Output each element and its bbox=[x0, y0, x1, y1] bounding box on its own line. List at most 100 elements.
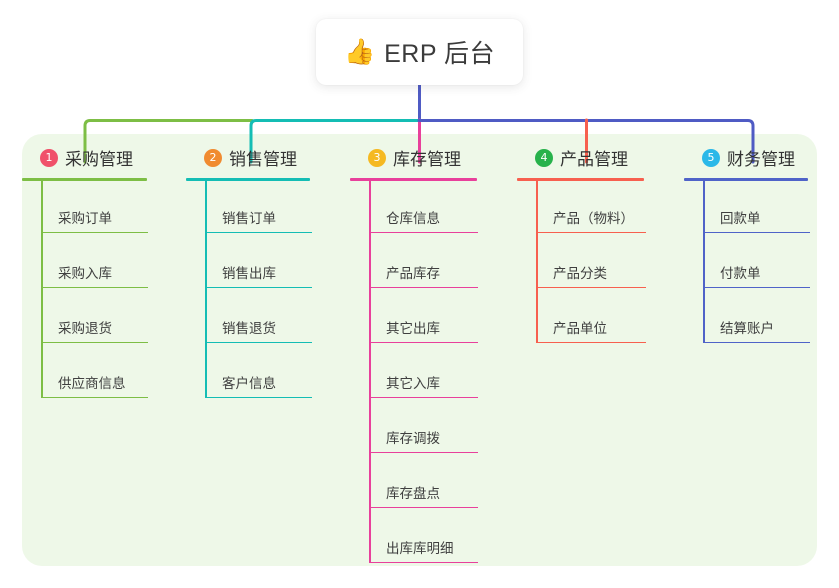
leaf-node[interactable]: 供应商信息 bbox=[22, 346, 182, 401]
branch-header-underline bbox=[517, 178, 644, 181]
leaf-underline bbox=[369, 506, 478, 508]
branch-number-badge: 5 bbox=[702, 148, 720, 167]
branch-spine bbox=[205, 181, 207, 398]
leaf-label: 产品单位 bbox=[553, 321, 607, 336]
leaf-underline bbox=[369, 451, 478, 453]
leaf-underline bbox=[41, 286, 148, 288]
branch-header[interactable]: 4 产品管理 bbox=[517, 145, 685, 170]
leaf-label: 产品库存 bbox=[386, 266, 440, 281]
leaf-node[interactable]: 库存调拨 bbox=[350, 401, 516, 456]
leaf-label: 其它入库 bbox=[386, 376, 440, 391]
branch-column: 3 库存管理仓库信息产品库存其它出库其它入库库存调拨库存盘点出库库明细 bbox=[350, 145, 516, 566]
branch-title: 销售管理 bbox=[229, 150, 297, 169]
leaf-label: 库存盘点 bbox=[386, 486, 440, 501]
branch-title: 产品管理 bbox=[560, 150, 628, 169]
root-title: ERP 后台 bbox=[384, 40, 496, 68]
leaf-label: 采购退货 bbox=[58, 321, 112, 336]
leaf-label: 销售订单 bbox=[222, 211, 276, 226]
branch-column: 5 财务管理回款单付款单结算账户 bbox=[684, 145, 839, 346]
leaf-node[interactable]: 客户信息 bbox=[186, 346, 346, 401]
branch-leaf-list: 采购订单采购入库采购退货供应商信息 bbox=[22, 181, 182, 401]
leaf-underline bbox=[536, 341, 646, 343]
leaf-node[interactable]: 其它出库 bbox=[350, 291, 516, 346]
branch-number-badge: 3 bbox=[368, 148, 386, 167]
leaf-underline bbox=[369, 231, 478, 233]
branch-header[interactable]: 2 销售管理 bbox=[186, 145, 346, 170]
leaf-underline bbox=[536, 286, 646, 288]
leaf-label: 供应商信息 bbox=[58, 376, 126, 391]
leaf-underline bbox=[536, 231, 646, 233]
leaf-label: 其它出库 bbox=[386, 321, 440, 336]
leaf-node[interactable]: 仓库信息 bbox=[350, 181, 516, 236]
leaf-underline bbox=[205, 396, 312, 398]
branch-leaf-list: 仓库信息产品库存其它出库其它入库库存调拨库存盘点出库库明细 bbox=[350, 181, 516, 566]
leaf-label: 库存调拨 bbox=[386, 431, 440, 446]
branch-title: 财务管理 bbox=[727, 150, 795, 169]
leaf-underline bbox=[703, 286, 810, 288]
leaf-node[interactable]: 采购入库 bbox=[22, 236, 182, 291]
branch-leaf-list: 销售订单销售出库销售退货客户信息 bbox=[186, 181, 346, 401]
branch-column: 1 采购管理采购订单采购入库采购退货供应商信息 bbox=[22, 145, 182, 401]
leaf-underline bbox=[205, 231, 312, 233]
branch-header-underline bbox=[186, 178, 310, 181]
leaf-node[interactable]: 付款单 bbox=[684, 236, 839, 291]
leaf-label: 采购订单 bbox=[58, 211, 112, 226]
branch-column: 4 产品管理产品（物料） 产品分类产品单位 bbox=[517, 145, 685, 346]
leaf-node[interactable]: 其它入库 bbox=[350, 346, 516, 401]
leaf-node[interactable]: 产品（物料） bbox=[517, 181, 685, 236]
leaf-underline bbox=[41, 341, 148, 343]
leaf-label: 仓库信息 bbox=[386, 211, 440, 226]
leaf-node[interactable]: 回款单 bbox=[684, 181, 839, 236]
branch-number-badge: 2 bbox=[204, 148, 222, 167]
leaf-node[interactable]: 采购订单 bbox=[22, 181, 182, 236]
branch-header[interactable]: 3 库存管理 bbox=[350, 145, 516, 170]
leaf-underline bbox=[703, 341, 810, 343]
leaf-label: 产品（物料） bbox=[553, 211, 634, 226]
leaf-label: 产品分类 bbox=[553, 266, 607, 281]
leaf-label: 结算账户 bbox=[720, 321, 774, 336]
branches-panel bbox=[22, 134, 817, 566]
branch-number-badge: 4 bbox=[535, 148, 553, 167]
branch-number-badge: 1 bbox=[40, 148, 58, 167]
branch-title: 采购管理 bbox=[65, 150, 133, 169]
root-node[interactable]: 👍 ERP 后台 bbox=[316, 19, 523, 85]
leaf-underline bbox=[205, 286, 312, 288]
leaf-label: 采购入库 bbox=[58, 266, 112, 281]
leaf-node[interactable]: 采购退货 bbox=[22, 291, 182, 346]
leaf-node[interactable]: 结算账户 bbox=[684, 291, 839, 346]
branch-spine bbox=[41, 181, 43, 398]
leaf-node[interactable]: 出库库明细 bbox=[350, 511, 516, 566]
branch-spine bbox=[536, 181, 538, 343]
branch-column: 2 销售管理销售订单销售出库销售退货客户信息 bbox=[186, 145, 346, 401]
leaf-underline bbox=[703, 231, 810, 233]
leaf-node[interactable]: 产品分类 bbox=[517, 236, 685, 291]
leaf-underline bbox=[369, 341, 478, 343]
leaf-node[interactable]: 销售退货 bbox=[186, 291, 346, 346]
leaf-label: 付款单 bbox=[720, 266, 761, 281]
leaf-node[interactable]: 销售订单 bbox=[186, 181, 346, 236]
leaf-underline bbox=[41, 231, 148, 233]
leaf-underline bbox=[41, 396, 148, 398]
branch-spine bbox=[703, 181, 705, 343]
leaf-node[interactable]: 产品单位 bbox=[517, 291, 685, 346]
leaf-node[interactable]: 库存盘点 bbox=[350, 456, 516, 511]
branch-header[interactable]: 5 财务管理 bbox=[684, 145, 839, 170]
branch-header-underline bbox=[684, 178, 808, 181]
leaf-label: 客户信息 bbox=[222, 376, 276, 391]
leaf-underline bbox=[369, 396, 478, 398]
branch-header[interactable]: 1 采购管理 bbox=[22, 145, 182, 170]
branch-leaf-list: 回款单付款单结算账户 bbox=[684, 181, 839, 346]
leaf-label: 出库库明细 bbox=[386, 541, 454, 556]
leaf-underline bbox=[205, 341, 312, 343]
branch-title: 库存管理 bbox=[393, 150, 461, 169]
leaf-node[interactable]: 销售出库 bbox=[186, 236, 346, 291]
leaf-label: 销售出库 bbox=[222, 266, 276, 281]
branch-header-underline bbox=[350, 178, 477, 181]
branch-spine bbox=[369, 181, 371, 563]
thumbs-up-icon: 👍 bbox=[343, 38, 376, 66]
leaf-underline bbox=[369, 561, 478, 563]
leaf-node[interactable]: 产品库存 bbox=[350, 236, 516, 291]
leaf-label: 回款单 bbox=[720, 211, 761, 226]
branch-leaf-list: 产品（物料） 产品分类产品单位 bbox=[517, 181, 685, 346]
